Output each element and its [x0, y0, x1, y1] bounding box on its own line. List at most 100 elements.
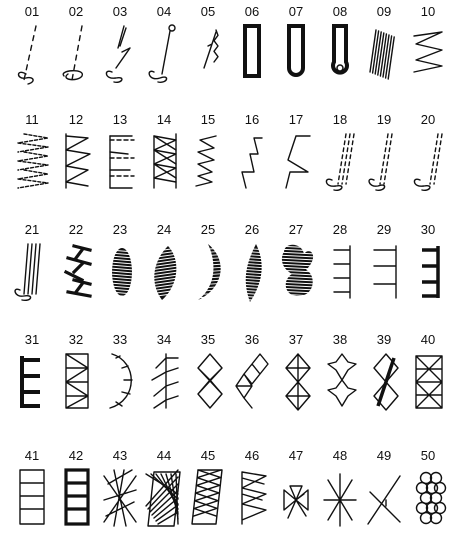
buttonhole-square-icon [232, 22, 272, 88]
stitch-44: 44 [142, 448, 186, 552]
stitch-01: 01 [10, 4, 54, 108]
straight-tack-icon [144, 22, 184, 88]
stitch-number: 18 [318, 112, 362, 128]
stitch-05: 05 [186, 4, 230, 108]
stitch-02: 02 [54, 4, 98, 108]
stitch-45: 45 [186, 448, 230, 552]
straight-center-icon [56, 22, 96, 88]
triple-center-icon [364, 130, 404, 196]
stitch-09: 09 [362, 4, 406, 108]
stitch-27: 27 [274, 222, 318, 326]
stitch-43: 43 [98, 448, 142, 552]
stitch-number: 26 [230, 222, 274, 238]
stitch-41: 41 [10, 448, 54, 552]
stitch-number: 03 [98, 4, 142, 20]
stitch-number: 13 [98, 112, 142, 128]
stitch-number: 35 [186, 332, 230, 348]
star-chain-icon [320, 350, 360, 416]
stitch-number: 22 [54, 222, 98, 238]
stitch-number: 25 [186, 222, 230, 238]
stitch-number: 12 [54, 112, 98, 128]
crosshatch-icon [188, 466, 228, 532]
multi-zigzag-icon [12, 130, 52, 196]
stitch-number: 42 [54, 448, 98, 464]
stitch-number: 04 [142, 4, 186, 20]
bow-icon [276, 466, 316, 532]
blanket-thin-icon [320, 240, 360, 306]
box-zigzag-icon [56, 350, 96, 416]
cross-diagonal-icon [364, 466, 404, 532]
stitch-46: 46 [230, 448, 274, 552]
stitch-number: 14 [142, 112, 186, 128]
stitch-06: 06 [230, 4, 274, 108]
stitch-number: 40 [406, 332, 450, 348]
stitch-37: 37 [274, 332, 318, 436]
stitch-03: 03 [98, 4, 142, 108]
stitch-30: 30 [406, 222, 450, 326]
stitch-50: 50 [406, 448, 450, 552]
overedge-icon [144, 130, 184, 196]
stitch-08: 08 [318, 4, 362, 108]
stitch-42: 42 [54, 448, 98, 552]
stitch-12: 12 [54, 112, 98, 216]
stitch-number: 27 [274, 222, 318, 238]
satin-leaf-icon [144, 240, 184, 306]
stitch-31: 31 [10, 332, 54, 436]
stitch-number: 19 [362, 112, 406, 128]
stitch-16: 16 [230, 112, 274, 216]
stitch-10: 10 [406, 4, 450, 108]
stitch-number: 09 [362, 4, 406, 20]
stitch-19: 19 [362, 112, 406, 216]
blanket-heavy-icon [12, 350, 52, 416]
stitch-17: 17 [274, 112, 318, 216]
stretch-straight-icon [188, 22, 228, 88]
stitch-number: 02 [54, 4, 98, 20]
stitch-number: 24 [142, 222, 186, 238]
stitch-number: 15 [186, 112, 230, 128]
ladder-icon [12, 466, 52, 532]
stitch-number: 49 [362, 448, 406, 464]
stitch-number: 05 [186, 4, 230, 20]
stitch-number: 36 [230, 332, 274, 348]
asterisk-icon [320, 466, 360, 532]
zigzag-icon [408, 22, 448, 88]
stitch-number: 20 [406, 112, 450, 128]
stitch-29: 29 [362, 222, 406, 326]
blind-hem-icon [100, 130, 140, 196]
blanket-wide-icon [364, 240, 404, 306]
stitch-number: 30 [406, 222, 450, 238]
stitch-34: 34 [142, 332, 186, 436]
stitch-number: 32 [54, 332, 98, 348]
satin-heart-icon [276, 240, 316, 306]
lattice-box-icon [408, 350, 448, 416]
stitch-18: 18 [318, 112, 362, 216]
diamond-bar-icon [364, 350, 404, 416]
stitch-21: 21 [10, 222, 54, 326]
feather-zigzag-icon [232, 466, 272, 532]
stitch-49: 49 [362, 448, 406, 552]
stitch-40: 40 [406, 332, 450, 436]
stitch-number: 11 [10, 112, 54, 128]
stitch-number: 48 [318, 448, 362, 464]
bartack-icon [364, 22, 404, 88]
straight-left-icon [12, 22, 52, 88]
blanket-bold-icon [408, 240, 448, 306]
ric-rac-icon [276, 130, 316, 196]
cross-stitch-icon [188, 350, 228, 416]
satin-oval-icon [100, 240, 140, 306]
overlock-icon [56, 130, 96, 196]
stitch-number: 37 [274, 332, 318, 348]
stitch-number: 50 [406, 448, 450, 464]
stitch-number: 44 [142, 448, 186, 464]
weave-icon [100, 466, 140, 532]
stitch-number: 38 [318, 332, 362, 348]
stitch-11: 11 [10, 112, 54, 216]
stitch-23: 23 [98, 222, 142, 326]
stitch-number: 10 [406, 4, 450, 20]
quad-straight-icon [12, 240, 52, 306]
stitch-47: 47 [274, 448, 318, 552]
stitch-number: 29 [362, 222, 406, 238]
stitch-28: 28 [318, 222, 362, 326]
stitch-20: 20 [406, 112, 450, 216]
stitch-number: 31 [10, 332, 54, 348]
